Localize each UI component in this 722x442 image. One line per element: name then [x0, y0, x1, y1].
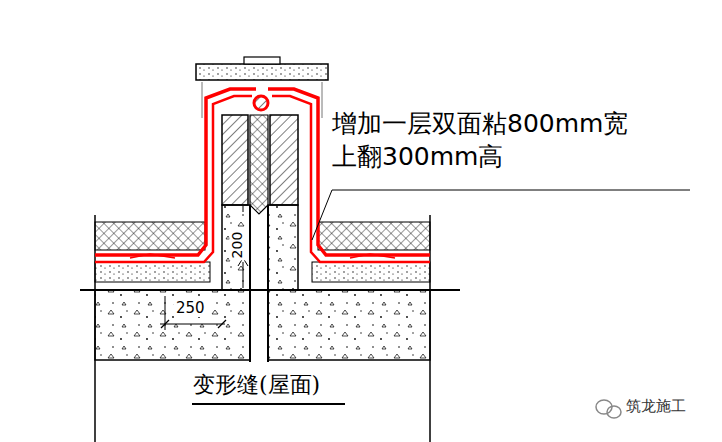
cover-flange [202, 82, 322, 118]
dimension-tick [218, 320, 226, 328]
concrete-slab [95, 290, 250, 360]
cover-knob [244, 57, 280, 64]
backer-rod [254, 96, 268, 110]
leader-line [312, 190, 690, 240]
title-underline [192, 403, 345, 405]
joint-filler [250, 115, 268, 214]
insulation-layer [95, 222, 205, 250]
concrete-upstand [268, 205, 298, 290]
dimension-line [243, 262, 244, 288]
membrane-fold [350, 254, 395, 258]
callout-note: 增加一层双面粘800mm宽 上翻300mm高 [332, 108, 717, 173]
concrete-upstand [222, 205, 250, 290]
dimension-text: 200 [229, 230, 245, 261]
watermark-icon [596, 400, 621, 418]
watermark: 筑龙施工 [626, 398, 686, 415]
insulation-layer [318, 222, 430, 250]
membrane-fold [130, 254, 175, 258]
dimension-line [160, 324, 225, 325]
brick-upstand [222, 115, 248, 205]
cover-plate [196, 64, 328, 80]
screed-layer [95, 262, 210, 282]
concrete-slab [268, 290, 430, 360]
screed-layer [312, 262, 430, 282]
dimension-tick [161, 320, 169, 328]
brick-upstand [270, 115, 298, 205]
drawing-title: 变形缝(屋面) [193, 372, 320, 397]
dimension-line [243, 206, 244, 212]
dimension-text: 250 [174, 300, 207, 317]
